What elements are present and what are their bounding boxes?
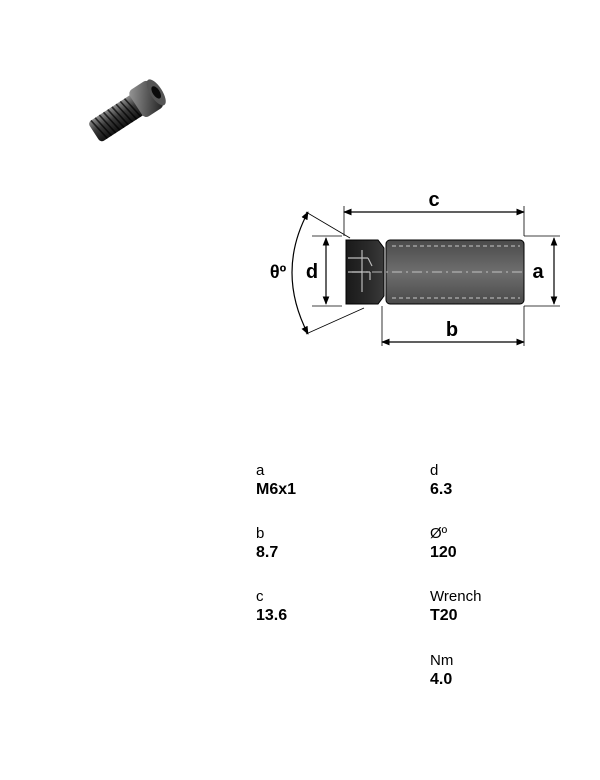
- spec-wrench: Wrench T20: [430, 588, 481, 626]
- spec-angle-label: Øº: [430, 525, 448, 542]
- dim-label-b: b: [446, 319, 458, 341]
- spec-c: c 13.6: [256, 588, 287, 626]
- spec-b-label: b: [256, 525, 265, 542]
- spec-d-label: d: [430, 462, 439, 479]
- spec-b-value: 8.7: [256, 544, 279, 561]
- spec-a: a M6x1: [256, 462, 296, 500]
- screw-dimension-diagram: c d a b θº: [270, 189, 560, 346]
- dim-label-theta: θº: [270, 262, 287, 282]
- spec-angle: Øº 120: [430, 525, 457, 563]
- spec-torque-label: Nm: [430, 652, 454, 669]
- spec-a-label: a: [256, 462, 265, 479]
- spec-c-label: c: [256, 588, 264, 605]
- spec-wrench-label: Wrench: [430, 588, 482, 605]
- dim-label-c: c: [428, 189, 439, 211]
- spec-b: b 8.7: [256, 525, 278, 563]
- spec-torque: Nm 4.0: [430, 652, 453, 690]
- spec-a-value: M6x1: [256, 481, 297, 498]
- dim-label-a: a: [532, 261, 544, 283]
- spec-wrench-value: T20: [430, 607, 458, 624]
- spec-d-value: 6.3: [430, 481, 453, 498]
- screw-photo: [89, 79, 166, 142]
- spec-angle-value: 120: [430, 544, 457, 561]
- dim-label-d: d: [306, 261, 318, 283]
- spec-c-value: 13.6: [256, 607, 288, 624]
- spec-d: d 6.3: [430, 462, 452, 500]
- spec-torque-value: 4.0: [430, 671, 453, 688]
